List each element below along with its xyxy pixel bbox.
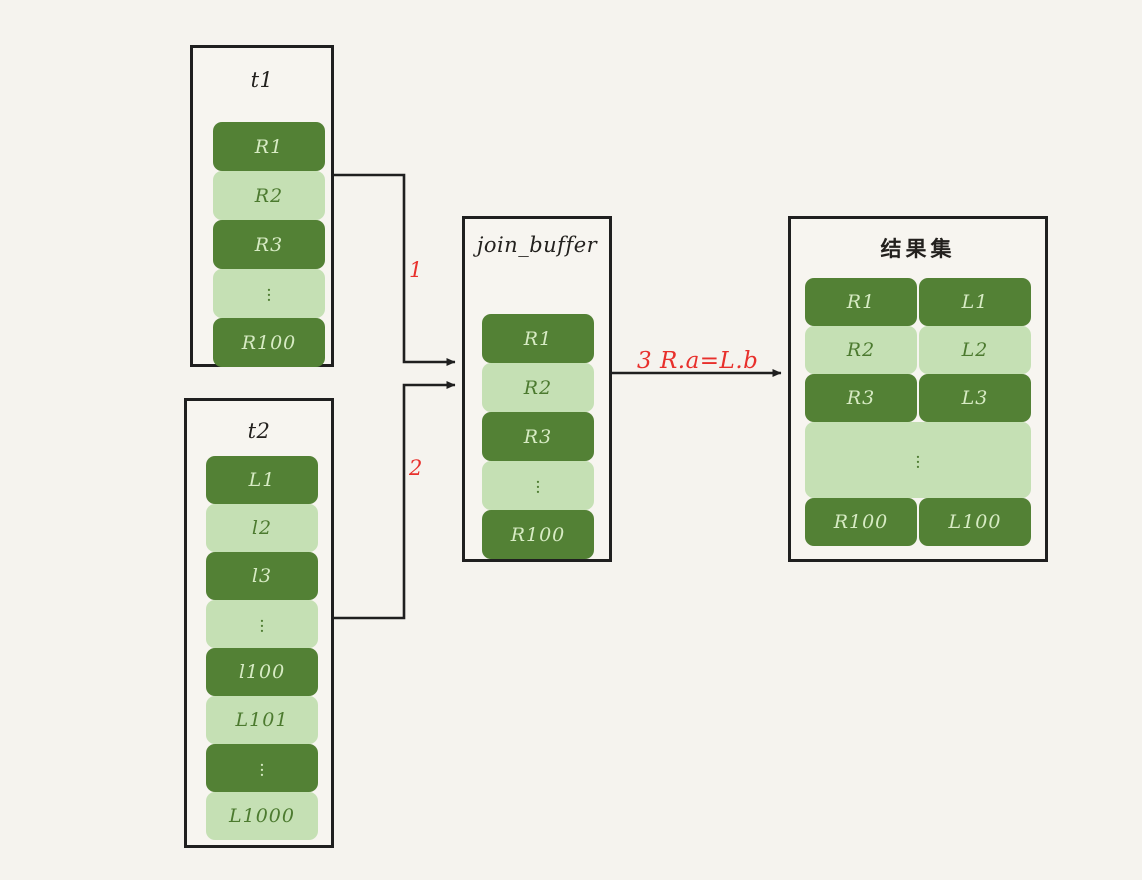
connector-t2-to-join-buffer xyxy=(334,381,456,620)
result-cell-1-right: L1 xyxy=(919,278,1031,326)
t2-cell-4: ... xyxy=(206,600,318,648)
result-cell-4-span: ... xyxy=(805,422,1031,498)
join-buffer-cell-1: R1 xyxy=(482,314,594,363)
t1-cell-5: R100 xyxy=(213,318,325,367)
result-cell-5-right: L100 xyxy=(919,498,1031,546)
t1-cell-1: R1 xyxy=(213,122,325,171)
ellipsis-glyph: ... xyxy=(915,442,921,473)
result-cell-3-right: L3 xyxy=(919,374,1031,422)
annotation-step-1: 1 xyxy=(409,258,423,282)
t2-cell-2: l2 xyxy=(206,504,318,552)
t2-cell-8: L1000 xyxy=(206,792,318,840)
join-buffer-cell-5: R100 xyxy=(482,510,594,559)
annotation-step-2: 2 xyxy=(409,456,423,480)
result-cell-2-left: R2 xyxy=(805,326,917,374)
t2-cell-6: L101 xyxy=(206,696,318,744)
ellipsis-glyph: ... xyxy=(259,750,265,781)
t2-cell-3: l3 xyxy=(206,552,318,600)
table-title-result-set: 结果集 xyxy=(880,237,956,261)
ellipsis-glyph: ... xyxy=(535,468,541,498)
t1-cell-3: R3 xyxy=(213,220,325,269)
t2-cell-1: L1 xyxy=(206,456,318,504)
table-title-join-buffer: join_buffer xyxy=(476,233,598,257)
ellipsis-glyph: ... xyxy=(266,276,272,306)
t1-cell-2: R2 xyxy=(213,171,325,220)
join-buffer-cell-3: R3 xyxy=(482,412,594,461)
t2-cell-5: l100 xyxy=(206,648,318,696)
annotation-step-3-condition: 3 R.a=L.b xyxy=(637,348,759,374)
join-buffer-cell-2: R2 xyxy=(482,363,594,412)
result-cell-3-left: R3 xyxy=(805,374,917,422)
t2-cell-7: ... xyxy=(206,744,318,792)
table-title-t2: t2 xyxy=(247,419,271,443)
join-buffer-cell-4: ... xyxy=(482,461,594,510)
connector-t1-to-join-buffer xyxy=(334,173,456,366)
result-cell-2-right: L2 xyxy=(919,326,1031,374)
t1-cell-4: ... xyxy=(213,269,325,318)
ellipsis-glyph: ... xyxy=(259,606,265,637)
table-title-t1: t1 xyxy=(250,68,274,92)
result-cell-1-left: R1 xyxy=(805,278,917,326)
result-cell-5-left: R100 xyxy=(805,498,917,546)
